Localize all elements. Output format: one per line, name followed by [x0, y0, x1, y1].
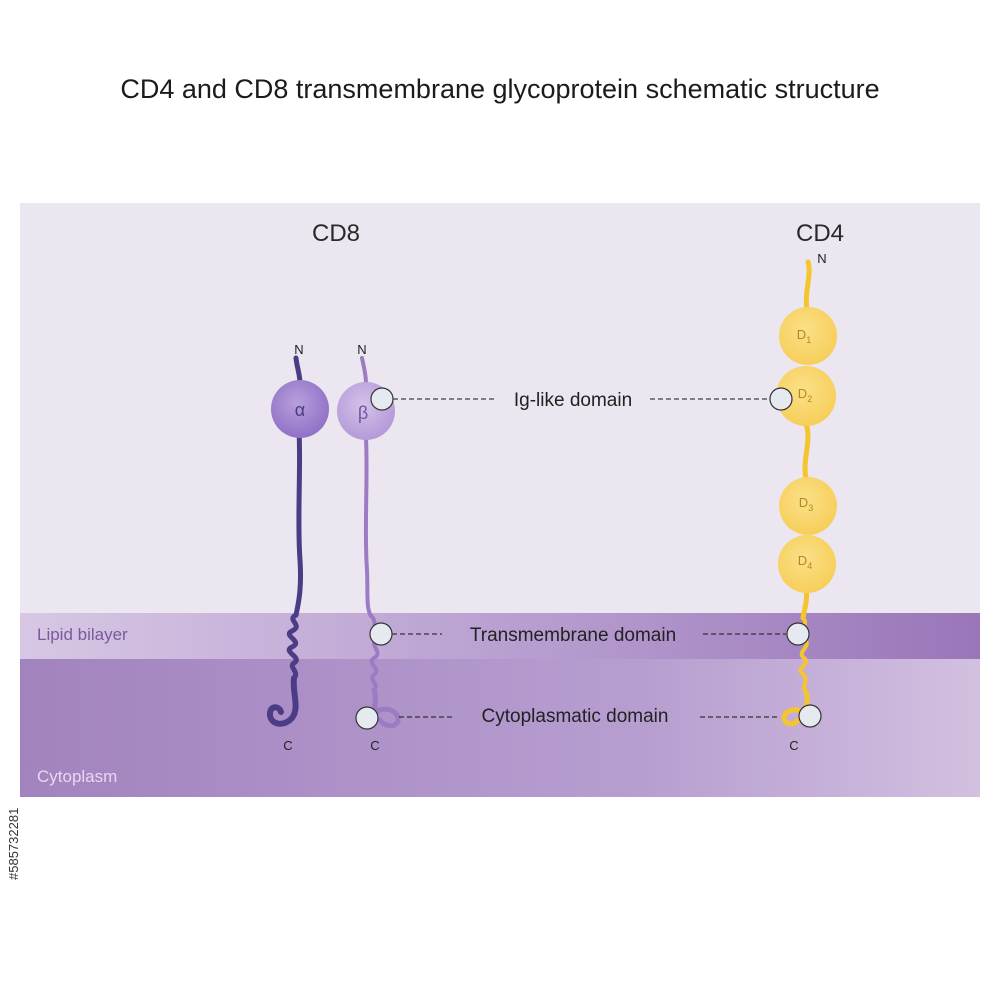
cd8-beta-stalk — [363, 436, 373, 618]
cytoplasmatic-marker-cd8 — [355, 706, 379, 730]
cd8-beta-c-terminus: C — [370, 738, 379, 753]
cd4-domain-d3-label: D3 — [799, 495, 813, 513]
transmembrane-domain-label: Transmembrane domain — [470, 625, 676, 646]
cytoplasmatic-marker-cd4 — [798, 704, 822, 728]
cd4-domain-d1 — [779, 307, 837, 365]
cd8-beta-nterm-tail — [360, 356, 368, 386]
cd8-beta-symbol: β — [358, 403, 368, 423]
diagram-title: CD4 and CD8 transmembrane glycoprotein s… — [120, 74, 880, 104]
cd4-chain: D1 D2 D3 D4 N C — [776, 251, 837, 753]
transmembrane-marker-cd4 — [786, 622, 810, 646]
ig-like-marker-cd4 — [769, 387, 793, 411]
cytoplasmatic-domain-label: Cytoplasmatic domain — [482, 706, 669, 727]
transmembrane-marker-cd8 — [369, 622, 393, 646]
ig-like-domain-callout: Ig-like domain — [370, 387, 793, 411]
cytoplasmatic-domain-callout: Cytoplasmatic domain — [355, 704, 822, 730]
cd4-nterm-tail — [803, 259, 812, 313]
ig-like-marker-cd8 — [370, 387, 394, 411]
cd4-d2-d3-linker — [802, 421, 811, 481]
cd8-beta-cytoplasmic-hook — [371, 687, 401, 729]
cd8-alpha-symbol: α — [295, 400, 305, 420]
cd4-domain-d3 — [779, 477, 837, 535]
cd4-domain-d4-label: D4 — [798, 553, 812, 571]
cd8-alpha-stalk — [293, 427, 303, 618]
extracellular-region — [20, 203, 980, 613]
cd4-domain-d2 — [776, 366, 836, 426]
cd8-alpha-chain: α N C — [267, 342, 329, 753]
cd4-domain-d4 — [778, 535, 836, 593]
cytoplasm-region — [20, 659, 980, 797]
cd8-alpha-c-terminus: C — [283, 738, 292, 753]
cd4-domain-d2-label: D2 — [798, 386, 812, 404]
lipid-bilayer-band — [20, 613, 980, 659]
cd8-beta-n-terminus: N — [357, 342, 366, 357]
cd8-alpha-n-terminus: N — [294, 342, 303, 357]
cd4-domain-d1-label: D1 — [797, 327, 811, 345]
cd4-c-terminus: C — [789, 738, 798, 753]
cd8-alpha-ig-domain — [271, 380, 329, 438]
cd4-cytoplasmic-hook — [781, 689, 810, 727]
cd8-alpha-transmembrane-coil — [286, 612, 299, 681]
transmembrane-domain-callout: Transmembrane domain — [369, 622, 810, 646]
cd8-label: CD8 — [312, 220, 360, 247]
cd4-label: CD4 — [796, 220, 844, 247]
lipid-bilayer-label: Lipid bilayer — [37, 625, 128, 644]
ig-like-domain-label: Ig-like domain — [514, 390, 632, 411]
cd4-n-terminus: N — [817, 251, 826, 266]
cd8-alpha-cytoplasmic-hook — [267, 675, 299, 727]
stock-id-label: #585732281 — [6, 807, 21, 880]
cytoplasm-label: Cytoplasm — [37, 767, 117, 786]
